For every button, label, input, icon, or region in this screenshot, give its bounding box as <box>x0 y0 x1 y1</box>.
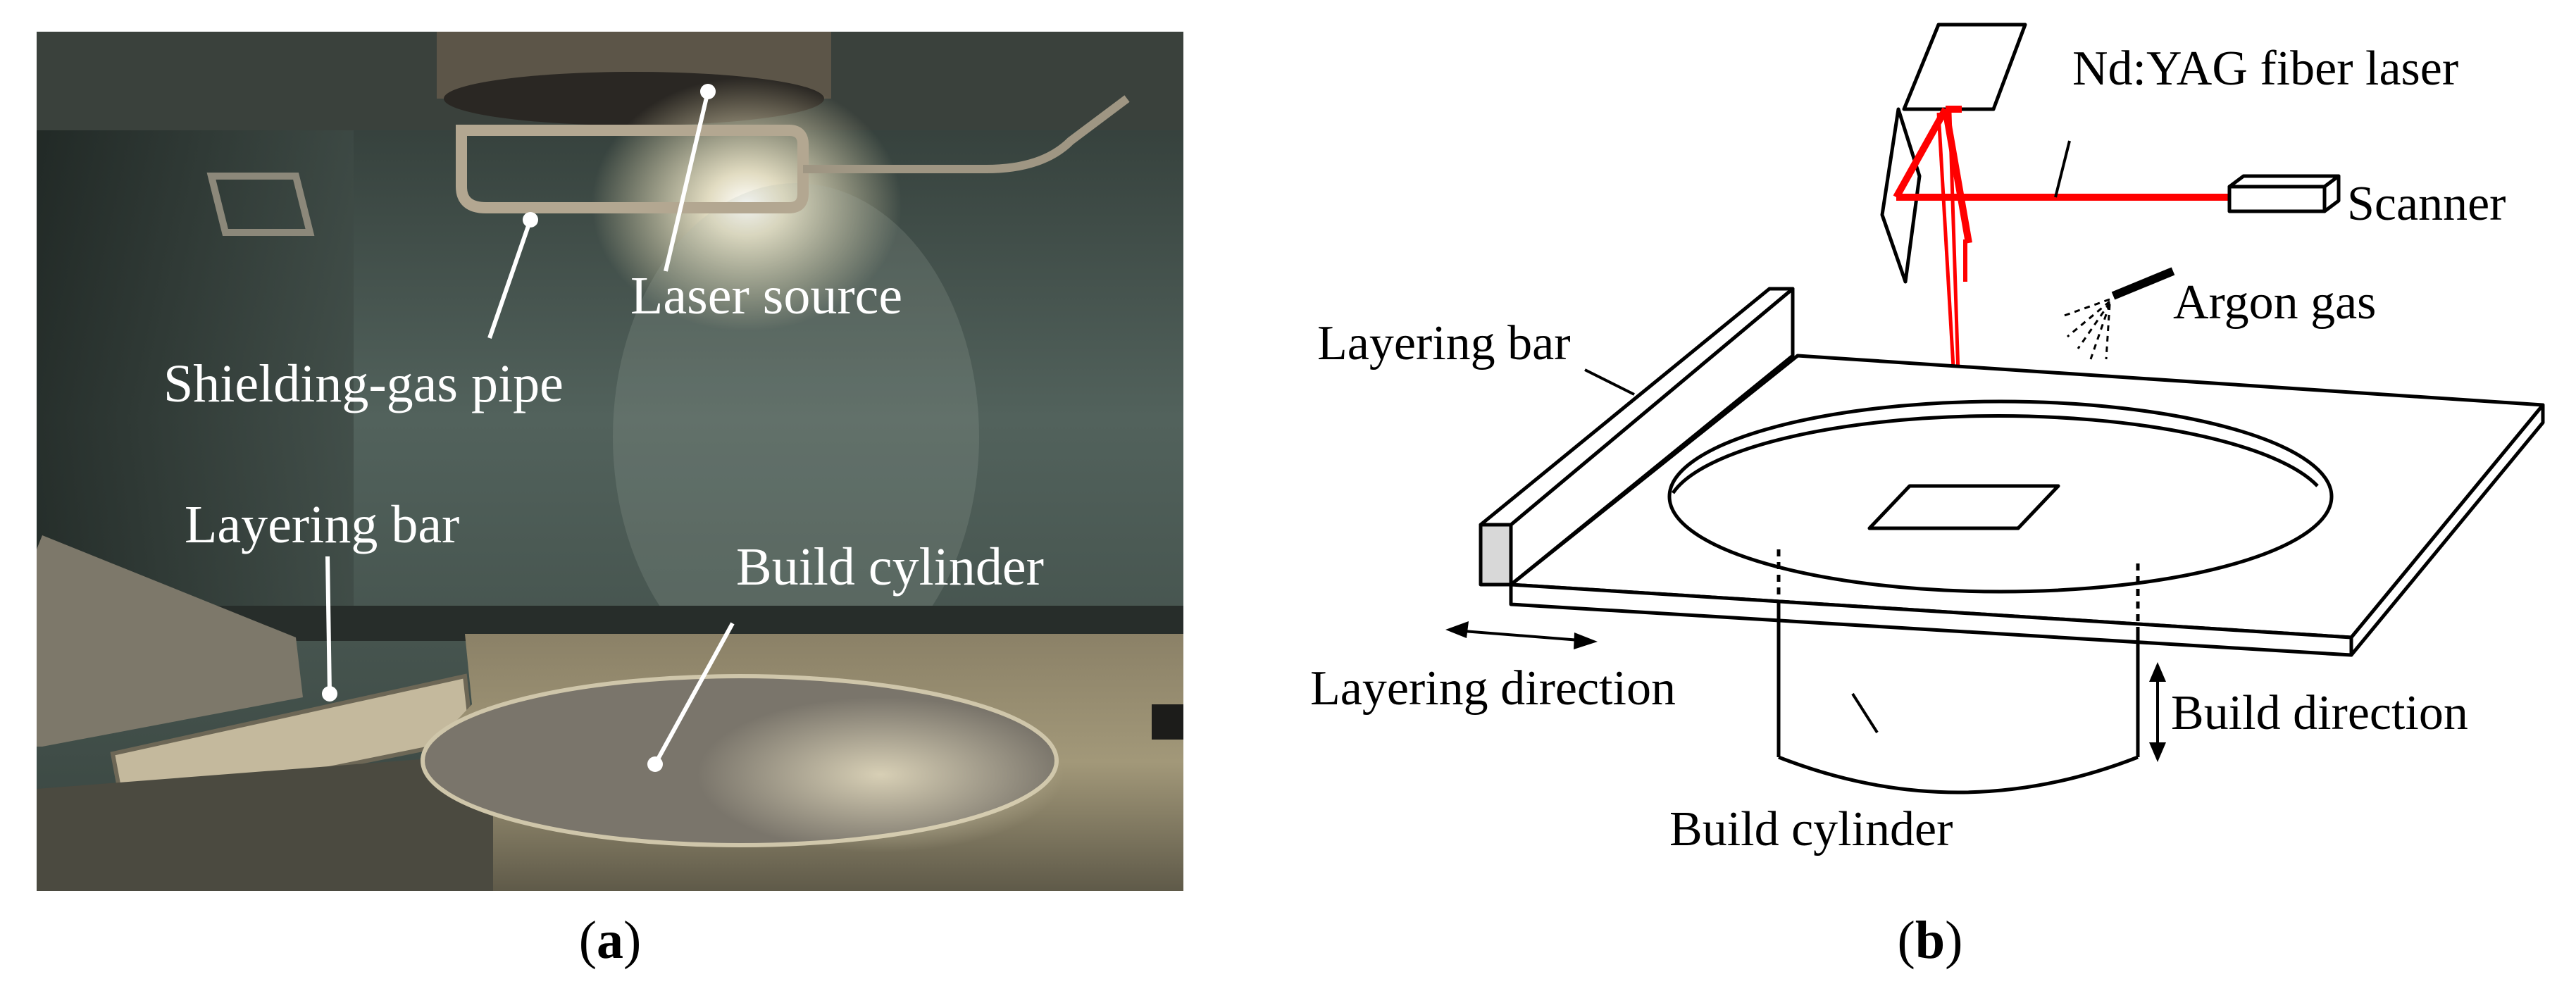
scanner-front <box>2227 185 2327 213</box>
hinged-cover <box>37 535 303 747</box>
top-mirror <box>1902 23 2027 111</box>
gas-line <box>803 95 1130 173</box>
plate-slot <box>1152 704 1183 740</box>
label-scanner: Scanner <box>2347 177 2506 231</box>
label-argon-gas: Argon gas <box>2173 275 2376 330</box>
label-build-direction: Build direction <box>2171 686 2468 740</box>
layering-bar-end <box>1479 523 1513 587</box>
plate-front-left <box>37 754 493 891</box>
caption-b: (b) <box>1898 911 1963 970</box>
scanner-side <box>2322 174 2341 213</box>
caption-a-letter: a <box>597 911 623 970</box>
label-layering-bar: Layering bar <box>185 495 459 554</box>
beam-to-top-mirror <box>1893 107 1949 199</box>
label-layering-direction: Layering direction <box>1310 661 1676 716</box>
light-reflection <box>613 183 979 690</box>
plate-right-edge <box>2349 403 2545 657</box>
label-layering-bar: Layering bar <box>1317 316 1571 370</box>
schematic-labels: Nd:YAG fiber laser Scanner Argon gas Lay… <box>1310 42 2506 856</box>
chamber-left-wall <box>37 32 354 637</box>
cylinder-opening-rim <box>1671 413 2319 494</box>
shielding-gas-pipe-loop <box>456 125 809 213</box>
pointer-dot-laser-source <box>700 84 716 99</box>
build-square <box>1867 484 2060 530</box>
captions: (a) (b) <box>579 911 1963 970</box>
caption-a: (a) <box>579 911 642 970</box>
pointer-build-cylinder-diag <box>1851 692 1879 734</box>
caption-b-letter: b <box>1915 911 1945 970</box>
layering-bar-ridge <box>1510 287 1794 526</box>
label-laser-source: Laser source <box>630 266 902 325</box>
label-build-cylinder: Build cylinder <box>1669 802 1953 856</box>
pointer-dot-layering-bar <box>322 686 337 702</box>
label-build-cylinder: Build cylinder <box>736 537 1044 597</box>
label-laser: Nd:YAG fiber laser <box>2072 42 2458 96</box>
photo-panel <box>37 32 1183 891</box>
pointer-layering-bar <box>325 556 332 694</box>
pointer-laser-source <box>664 91 710 272</box>
schematic-panel <box>1445 23 2545 794</box>
argon-spray <box>2060 298 2111 360</box>
photo-annotations: Laser source Shielding-gas pipe Layering… <box>163 84 1044 772</box>
pointer-dot-build-cylinder <box>647 756 663 772</box>
build-direction-arrow <box>2149 662 2166 762</box>
pointer-layering-bar-diag <box>1584 368 1635 396</box>
label-shielding-gas-pipe: Shielding-gas pipe <box>163 354 564 413</box>
floor-reflection <box>697 697 1064 852</box>
layering-direction-arrow <box>1445 621 1598 649</box>
pipe-bracket <box>206 173 315 236</box>
pointer-dot-shielding-gas-pipe <box>523 212 538 228</box>
cylinder-bottom <box>1778 755 2139 794</box>
pointer-shielding-gas-pipe <box>487 219 533 339</box>
pointer-laser <box>2054 140 2071 198</box>
pointer-build-cylinder <box>653 622 735 766</box>
argon-nozzle <box>2111 267 2175 300</box>
